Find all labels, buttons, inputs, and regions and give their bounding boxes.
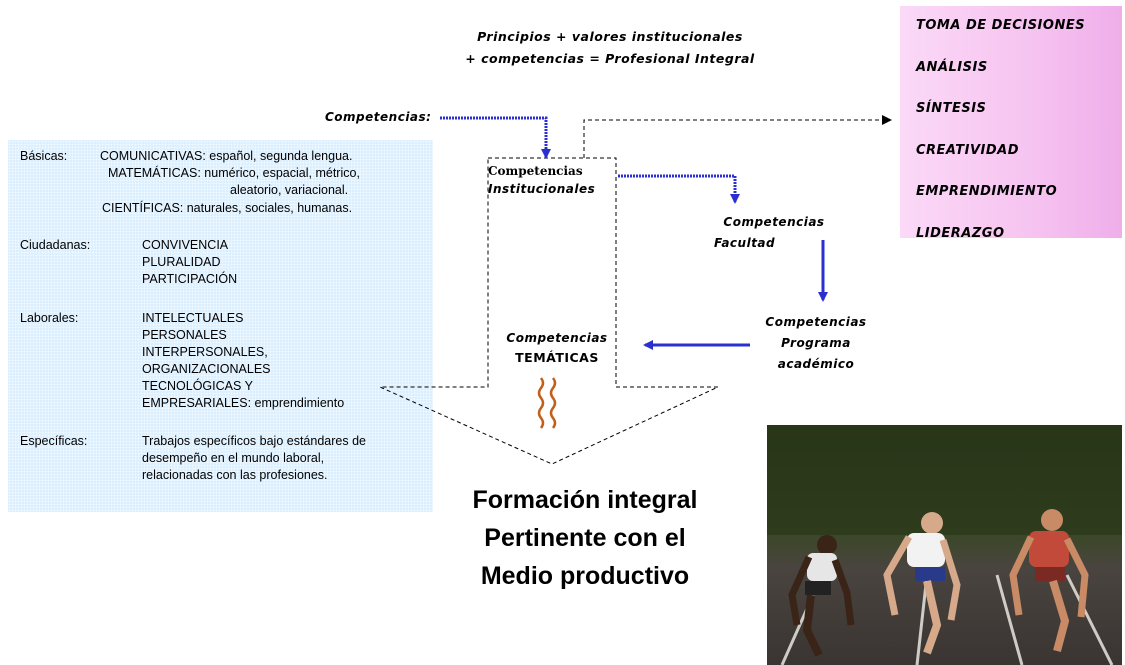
skill-item: EMPRENDIMIENTO xyxy=(916,184,1058,199)
formacion-line-1: Formación integral xyxy=(472,486,698,514)
facultad-line-2: Facultad xyxy=(714,236,776,250)
laborales-item: TECNOLÓGICAS Y xyxy=(142,379,253,393)
arrow-to-skills xyxy=(583,115,892,158)
laborales-item: EMPRESARIALES: emprendimiento xyxy=(142,396,345,410)
programa-line-1: Competencias xyxy=(765,315,867,329)
tematicas-line-2: TEMÁTICAS xyxy=(515,350,599,365)
dashed-down-arrow xyxy=(379,157,719,465)
formacion-line-2: Pertinente con el xyxy=(484,524,686,552)
runners-photo xyxy=(767,425,1122,665)
ciudadanas-item: PLURALIDAD xyxy=(142,255,221,269)
especificas-line: relacionadas con las profesiones. xyxy=(142,468,328,482)
especificas-line: Trabajos específicos bajo estándares de xyxy=(142,434,366,448)
skills-list: TOMA DE DECISIONES ANÁLISIS SÍNTESIS CRE… xyxy=(900,6,1122,261)
laborales-item: ORGANIZACIONALES xyxy=(142,362,271,376)
institucionales-line-2: Institucionales xyxy=(488,182,596,196)
formacion-text: Formación integral Pertinente con el Med… xyxy=(420,481,750,595)
facultad-line-1: Competencias xyxy=(723,215,825,229)
basicas-matematicas-cont: aleatorio, variacional. xyxy=(230,183,349,197)
ciudadanas-item: CONVIVENCIA xyxy=(142,238,229,252)
programa-line-3: académico xyxy=(777,357,855,371)
competencies-box: Básicas: COMUNICATIVAS: español, segunda… xyxy=(8,140,433,512)
diagram-title: Principios + valores institucionales + c… xyxy=(440,26,780,70)
facultad-node: Competencias Facultad xyxy=(714,212,834,254)
laborales-item: INTELECTUALES xyxy=(142,311,244,325)
basicas-label: Básicas: xyxy=(20,149,68,163)
title-line-1: Principios + valores institucionales xyxy=(477,29,743,44)
skill-item: LIDERAZGO xyxy=(916,225,1005,241)
especificas-label: Específicas: xyxy=(20,434,88,448)
title-line-2: + competencias = Profesional Integral xyxy=(465,51,755,66)
basicas-cientificas: CIENTÍFICAS: naturales, sociales, humana… xyxy=(102,201,353,215)
laborales-item: PERSONALES xyxy=(142,328,227,342)
skill-item: TOMA DE DECISIONES xyxy=(916,18,1086,33)
tematicas-line-1: Competencias xyxy=(506,331,608,345)
arrow-to-institucionales xyxy=(440,116,551,159)
institucionales-node: Competencias Institucionales xyxy=(488,162,618,198)
ciudadanas-item: PARTICIPACIÓN xyxy=(142,272,238,286)
laborales-item: INTERPERSONALES, xyxy=(142,345,268,359)
skill-item: ANÁLISIS xyxy=(916,59,988,75)
laborales-label: Laborales: xyxy=(20,311,79,325)
skill-item: SÍNTESIS xyxy=(916,101,987,116)
skills-box: TOMA DE DECISIONES ANÁLISIS SÍNTESIS CRE… xyxy=(900,6,1122,241)
arrow-to-facultad xyxy=(618,174,740,204)
basicas-matematicas: MATEMÁTICAS: numérico, espacial, métrico… xyxy=(108,166,360,180)
institucionales-line-1: Competencias xyxy=(488,164,583,178)
skill-item: CREATIVIDAD xyxy=(916,142,1019,158)
programa-node: Competencias Programa académico xyxy=(746,312,886,375)
programa-line-2: Programa xyxy=(781,336,851,350)
formacion-line-3: Medio productivo xyxy=(480,562,690,590)
competencias-label: Competencias: xyxy=(325,110,432,124)
ciudadanas-label: Ciudadanas: xyxy=(20,238,91,252)
basicas-comunicativas: COMUNICATIVAS: español, segunda lengua. xyxy=(100,149,353,163)
especificas-line: desempeño en el mundo laboral, xyxy=(142,451,325,465)
squiggle-lines xyxy=(537,377,557,429)
